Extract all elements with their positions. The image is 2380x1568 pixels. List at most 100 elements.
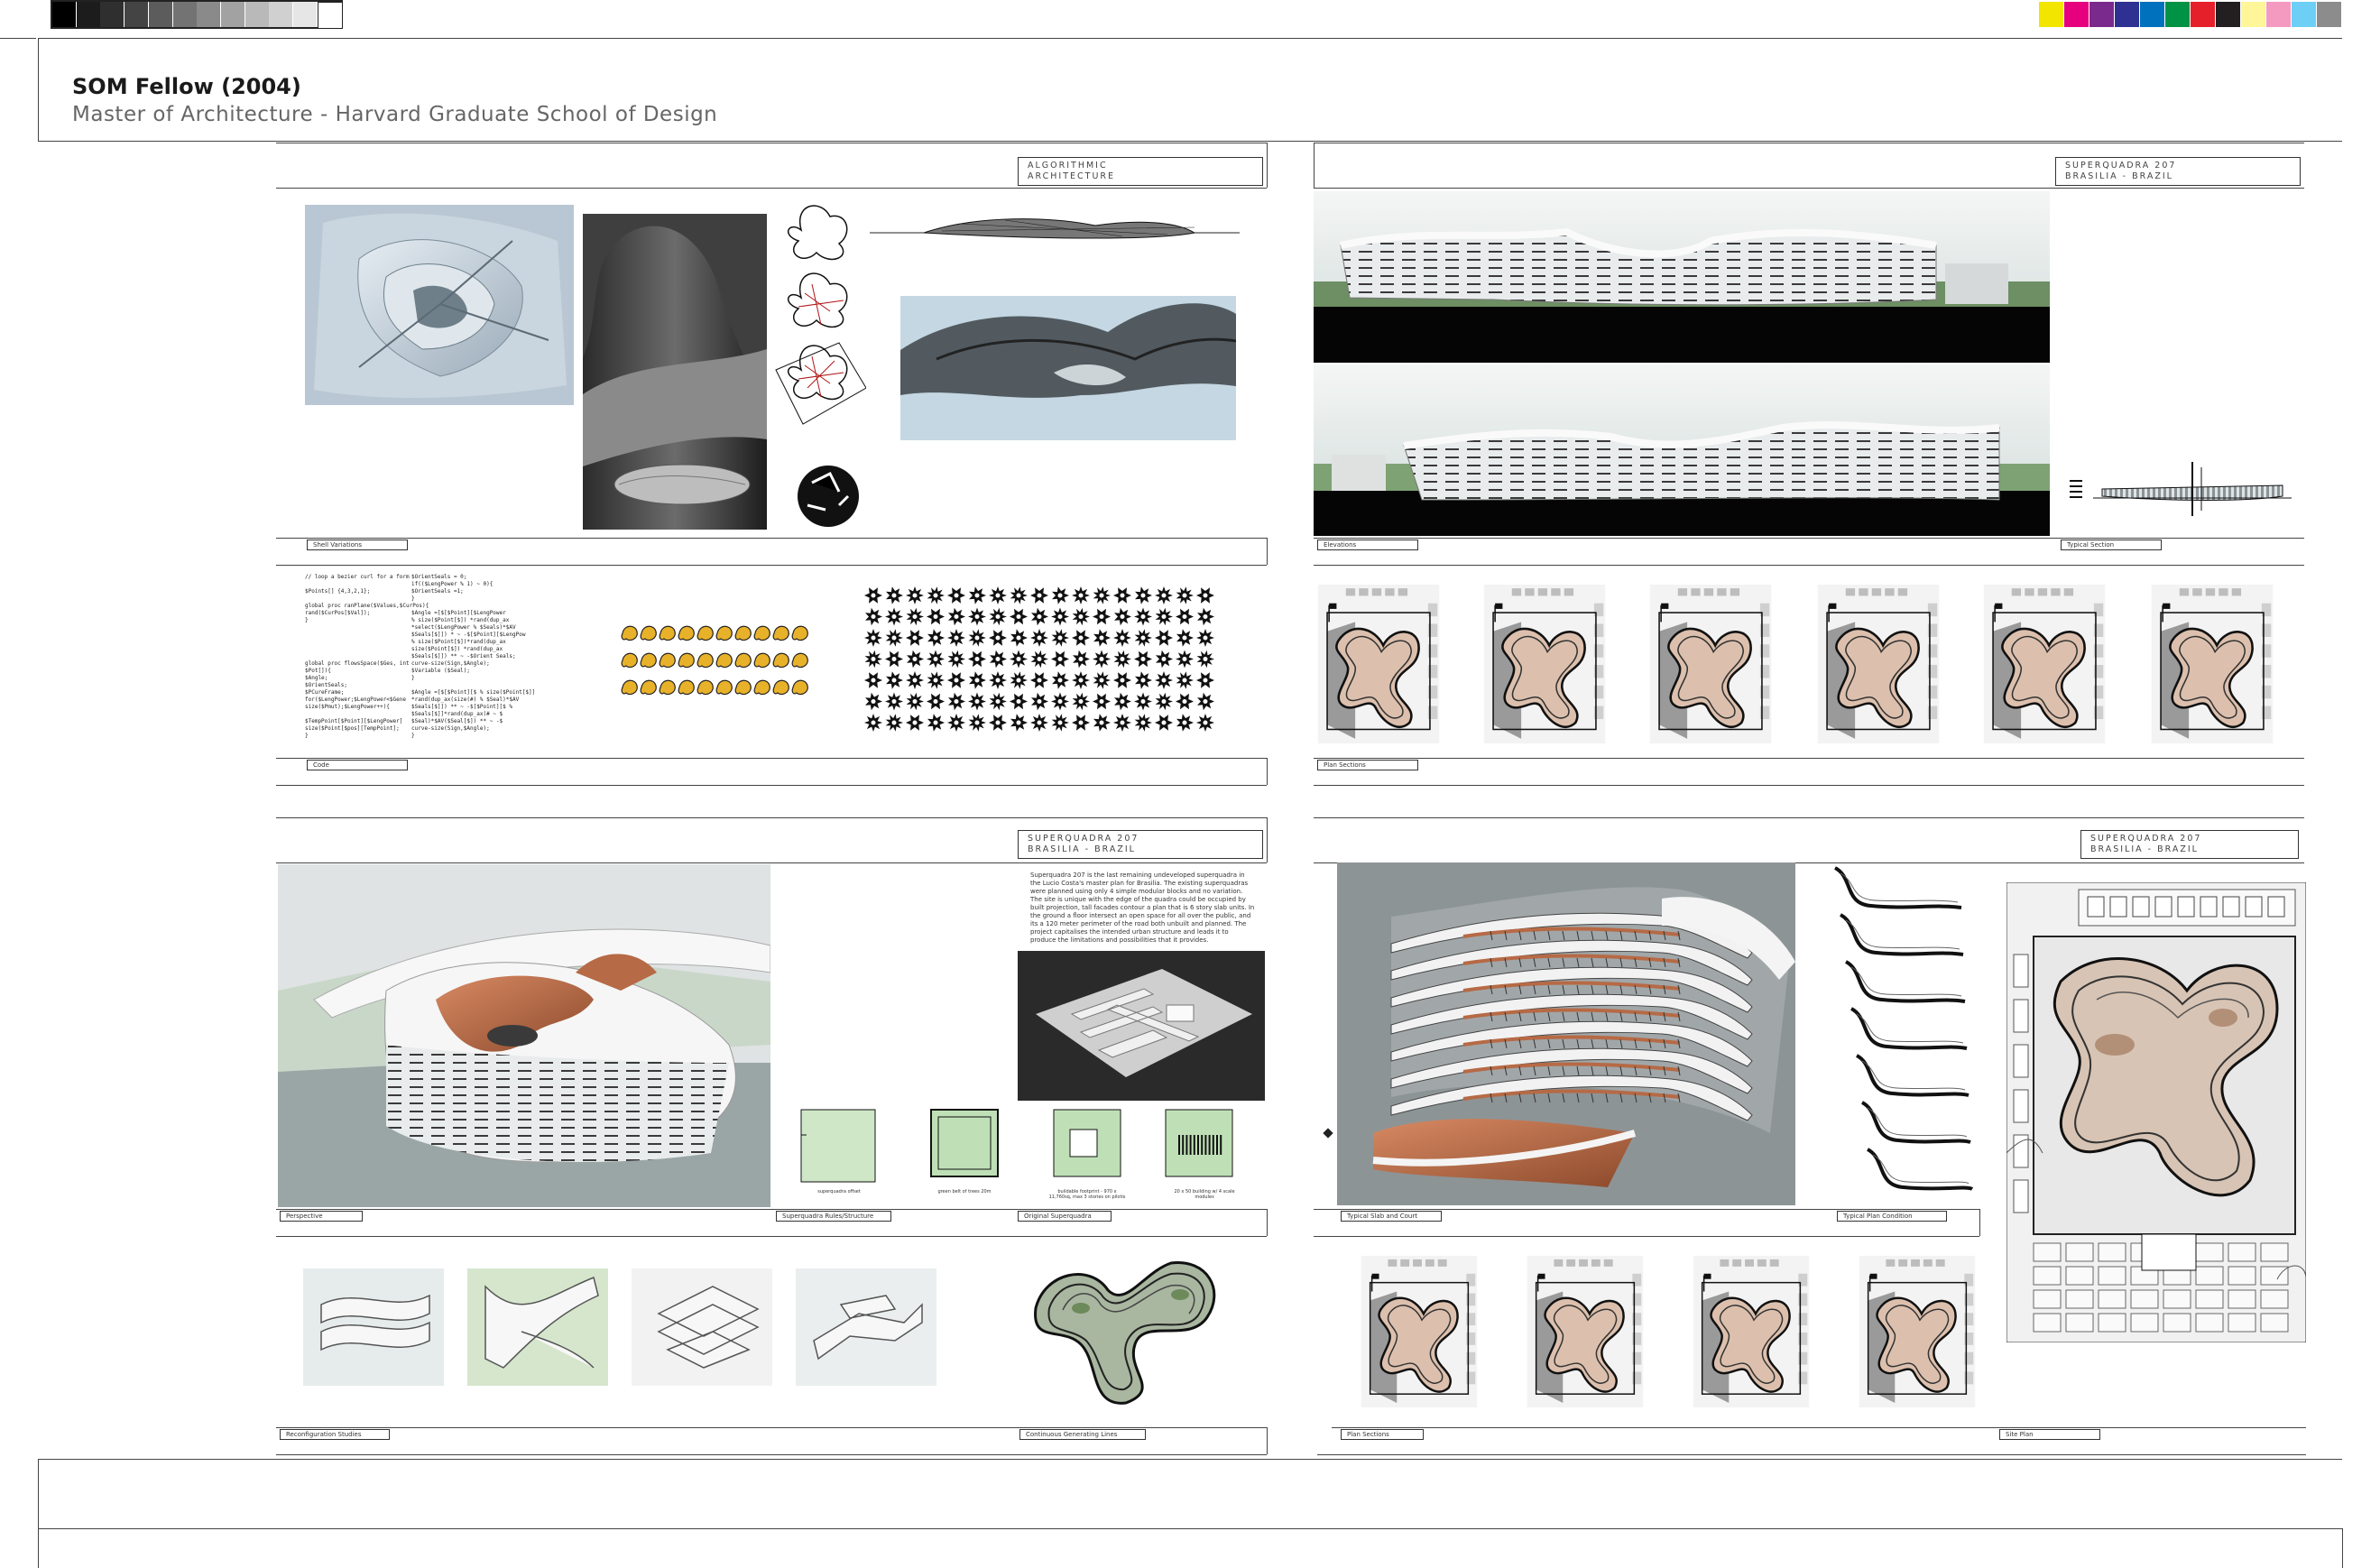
black-form-core [1037,657,1042,661]
black-form-core [1161,614,1167,619]
black-form-core [933,657,938,661]
caption-typical-section: Typical Section [2061,540,2162,550]
black-form-core [1078,720,1084,725]
black-form-core [1016,614,1021,619]
caption-typical-plan: Typical Plan Condition [1837,1211,1947,1222]
gray-swatch [197,2,221,27]
yellow-form-grid [621,625,808,696]
black-form-core [1057,593,1063,598]
plan-section-thumbnail [1693,1256,1810,1407]
gray-swatch [52,2,76,27]
caption-rule [1267,1209,1268,1236]
gray-swatch [125,2,149,27]
color-swatch [2064,2,2089,27]
yellow-form [772,679,789,696]
gray-swatch [172,2,197,27]
yellow-form [791,679,808,696]
black-form-core [974,614,980,619]
page-title: SOM Fellow (2004) [72,74,301,99]
black-form-core [1099,720,1104,725]
black-form-core [1120,657,1125,661]
color-swatch [2191,2,2215,27]
reconfiguration-model [467,1268,608,1386]
black-form-core [1037,614,1042,619]
caption-rule [1979,1209,1980,1236]
black-form-core [891,657,897,661]
black-form-core [891,635,897,641]
black-form-core [1057,699,1063,704]
code-listing-right: $OrientSeals = 0; if(($LengPower % 1) ~ … [411,574,536,739]
caption-perspective: Perspective [280,1211,363,1222]
plan-section-thumbnail [1527,1256,1644,1407]
caption-rule [1332,1427,2306,1428]
color-swatch [2266,2,2291,27]
project-description: Superquadra 207 is the last remaining un… [1030,872,1255,944]
black-form-core [1161,699,1167,704]
yellow-form [659,652,676,669]
black-form-core [995,657,1001,661]
black-form-core [1182,699,1187,704]
plan-section-thumbnail [2151,585,2274,743]
plan-section-thumbnail [1859,1256,1976,1407]
diagram-label-building: 20 x 50 building w/ 4 scale modules [1174,1189,1235,1200]
tag-line-1: SUPERQUADRA 207 [2090,834,2202,844]
gray-swatch [317,2,343,29]
black-form-core [933,635,938,641]
caption-rule [1267,758,1268,785]
tag-line-2: BRASILIA - BRAZIL [1028,844,1136,854]
yellow-form [734,625,752,641]
yellow-form [715,652,733,669]
black-form-core [912,635,918,641]
yellow-form [621,625,638,641]
sheet-tag: SUPERQUADRA 207 BRASILIA - BRAZIL [1018,830,1263,859]
gray-swatch [148,2,172,27]
black-form-core [1203,635,1208,641]
black-form-core [1099,593,1104,598]
black-form-core [954,720,959,725]
black-form-core [1016,657,1021,661]
black-form-core [954,635,959,641]
black-form-core [995,720,1001,725]
sheet-rule [1267,143,1268,188]
black-form-core [1161,678,1167,683]
superquadra-rules-diagrams [800,1109,1233,1183]
sheet-rule [1314,143,1315,188]
black-form-core [933,593,938,598]
yellow-form [640,652,657,669]
black-form-core [1140,614,1146,619]
yellow-form [659,625,676,641]
black-form-core [1037,678,1042,683]
black-form-core [1057,657,1063,661]
sheet-rule [1314,862,2304,863]
yellow-form [753,652,770,669]
header-bottom-rule [38,141,2342,142]
color-swatch [2039,2,2063,27]
black-form-core [1120,635,1125,641]
caption-original-superquadra: Original Superquadra [1018,1211,1112,1222]
plan-section-thumbnail [1817,585,1940,743]
black-form-core [1099,678,1104,683]
black-form-core [891,593,897,598]
caption-plan-sections-bottom: Plan Sections [1341,1429,1424,1440]
black-form-core [1182,678,1187,683]
black-form-core [1016,699,1021,704]
black-form-core [995,699,1001,704]
yellow-form [791,625,808,641]
tag-line-2: BRASILIA - BRAZIL [2065,171,2173,181]
footer-top-rule [38,1459,2342,1460]
crop-mark [0,38,36,39]
sheet-rule [276,188,1267,189]
footer-right-rule [2342,1528,2343,1568]
caption-rule [276,1236,1267,1237]
plan-section-thumbnail [1361,1256,1478,1407]
black-form-core [891,614,897,619]
black-form-core [1203,720,1208,725]
black-form-core [1203,614,1208,619]
yellow-form [678,679,695,696]
tag-line-2: ARCHITECTURE [1028,171,1116,181]
black-form-core [1203,678,1208,683]
black-form-grid [864,586,1214,732]
sheet-rule [1267,817,1268,862]
black-form-core [1182,635,1187,641]
black-form-core [1016,678,1021,683]
